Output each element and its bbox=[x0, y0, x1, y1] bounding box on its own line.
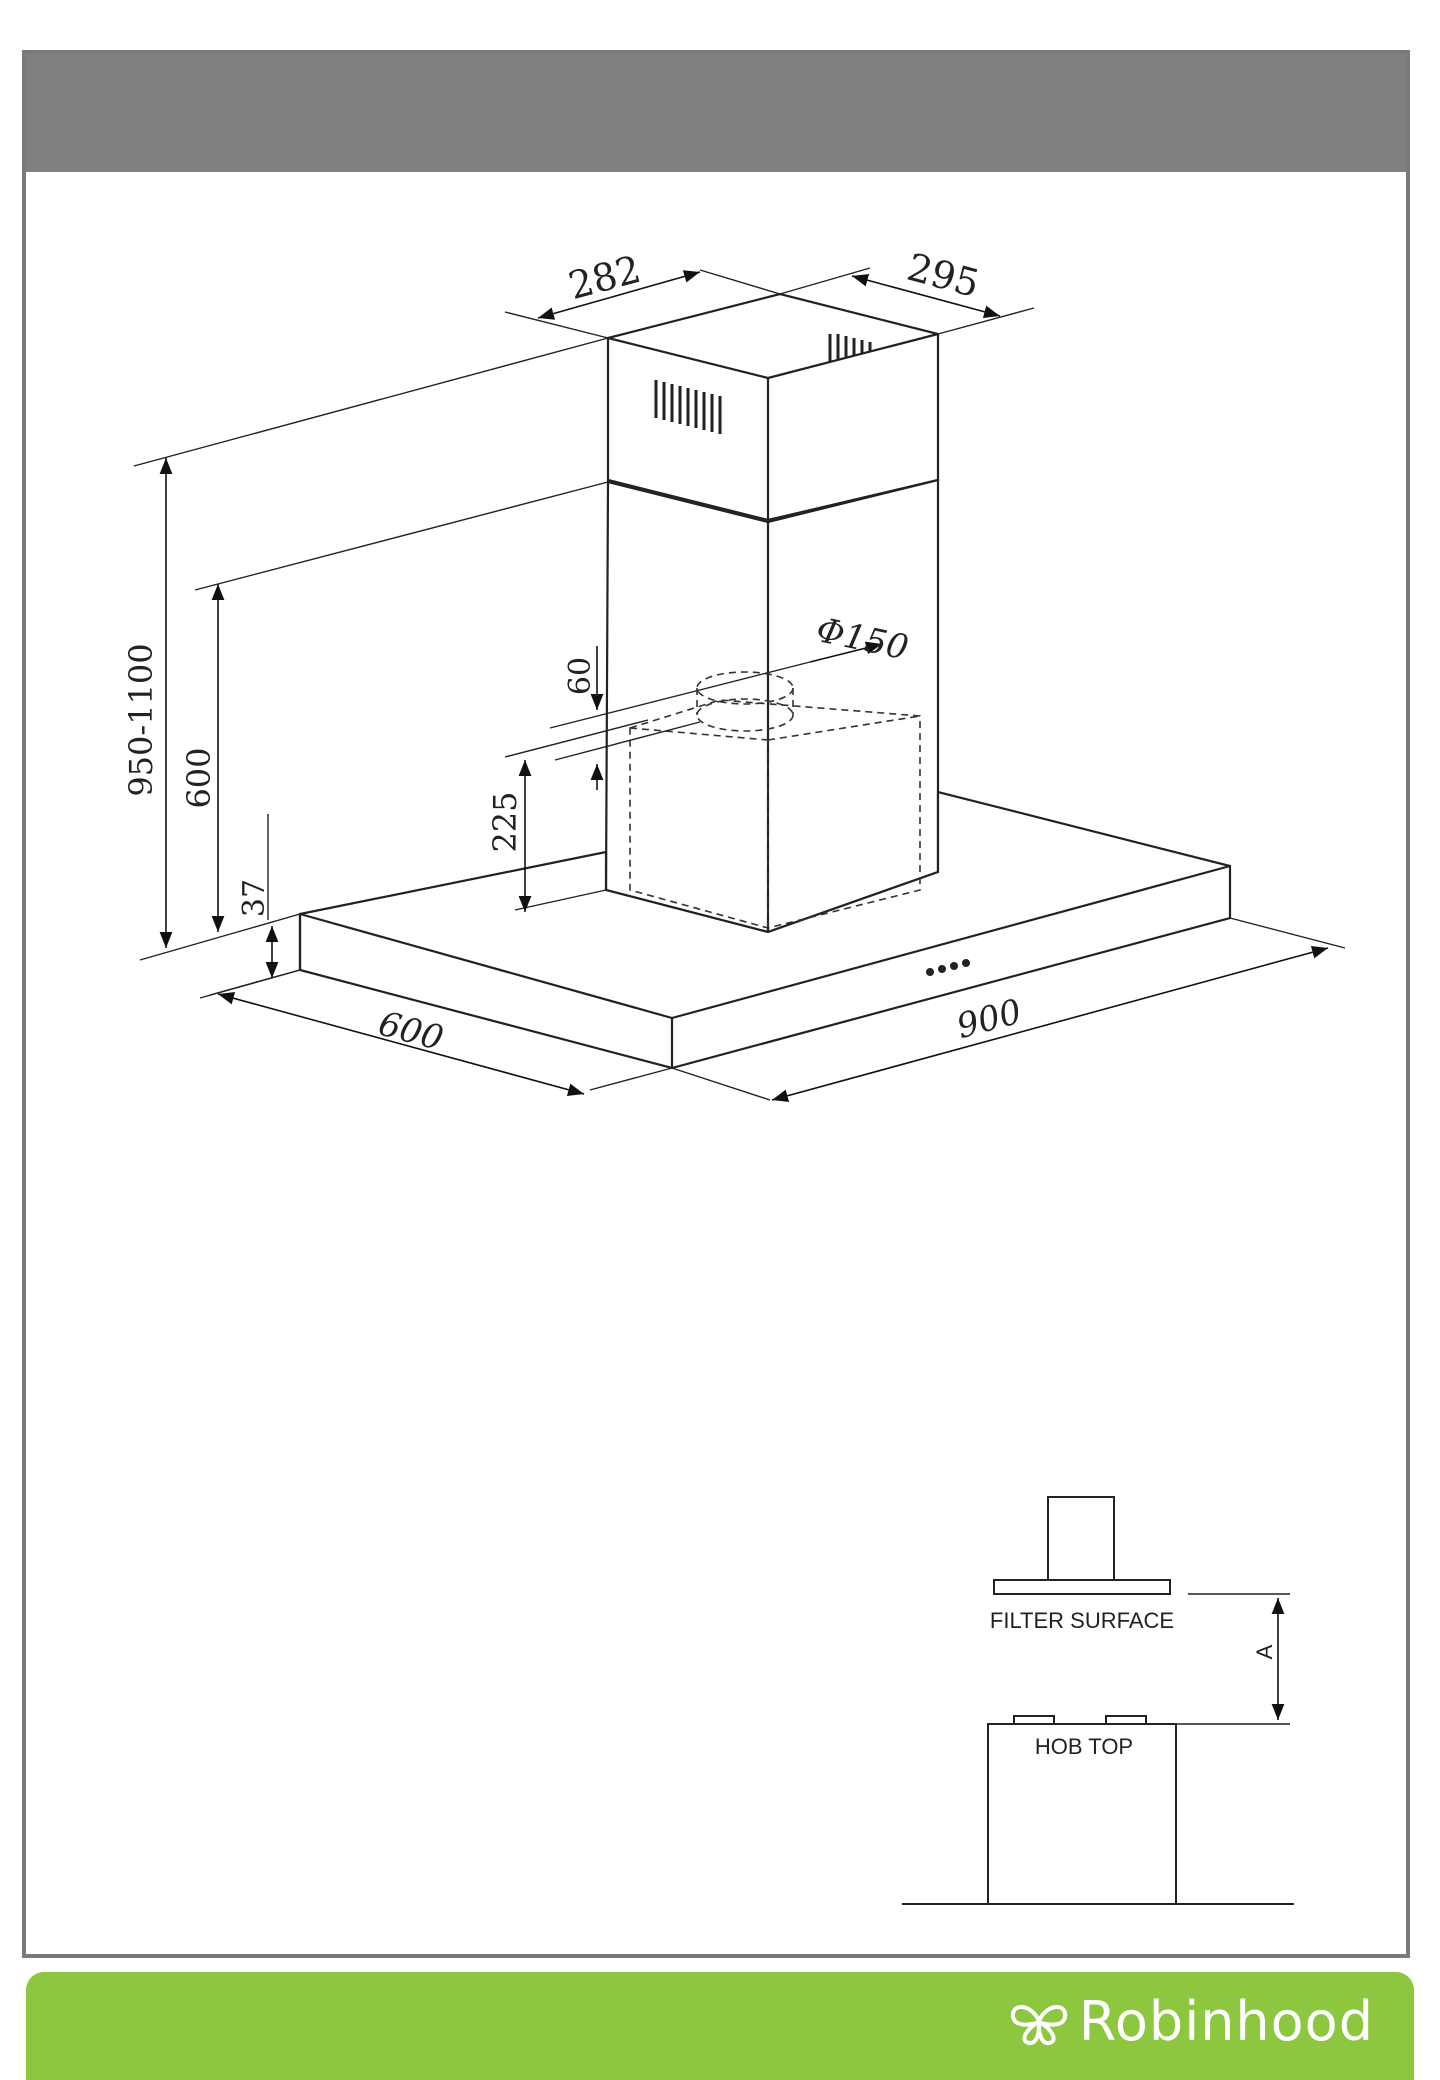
installation-diagram: FILTER SURFACE HOB TOP A bbox=[902, 1497, 1294, 1904]
hood-outline bbox=[300, 294, 1230, 1068]
dim-chimney-width: 295 bbox=[903, 245, 984, 306]
distance-a-label: A bbox=[1252, 1644, 1277, 1659]
butterfly-icon bbox=[1007, 1997, 1071, 2047]
dim-canopy-width: 900 bbox=[953, 992, 1026, 1047]
dim-chimney-lower-height: 600 bbox=[180, 747, 218, 808]
brand-name: Robinhood bbox=[1079, 1990, 1374, 2053]
hob-top-label: HOB TOP bbox=[1035, 1734, 1133, 1759]
dim-canopy-thickness: 37 bbox=[237, 879, 272, 917]
brand-logo: Robinhood bbox=[1007, 1990, 1374, 2053]
footer-bar: Robinhood bbox=[26, 1972, 1414, 2080]
dim-duct-offset: 60 bbox=[563, 657, 598, 695]
filter-surface-label: FILTER SURFACE bbox=[990, 1608, 1174, 1633]
dim-motor-height: 225 bbox=[486, 791, 524, 852]
dim-chimney-depth: 282 bbox=[564, 247, 645, 308]
dim-canopy-depth: 600 bbox=[374, 1004, 447, 1059]
dim-total-height: 950-1100 bbox=[122, 643, 160, 796]
